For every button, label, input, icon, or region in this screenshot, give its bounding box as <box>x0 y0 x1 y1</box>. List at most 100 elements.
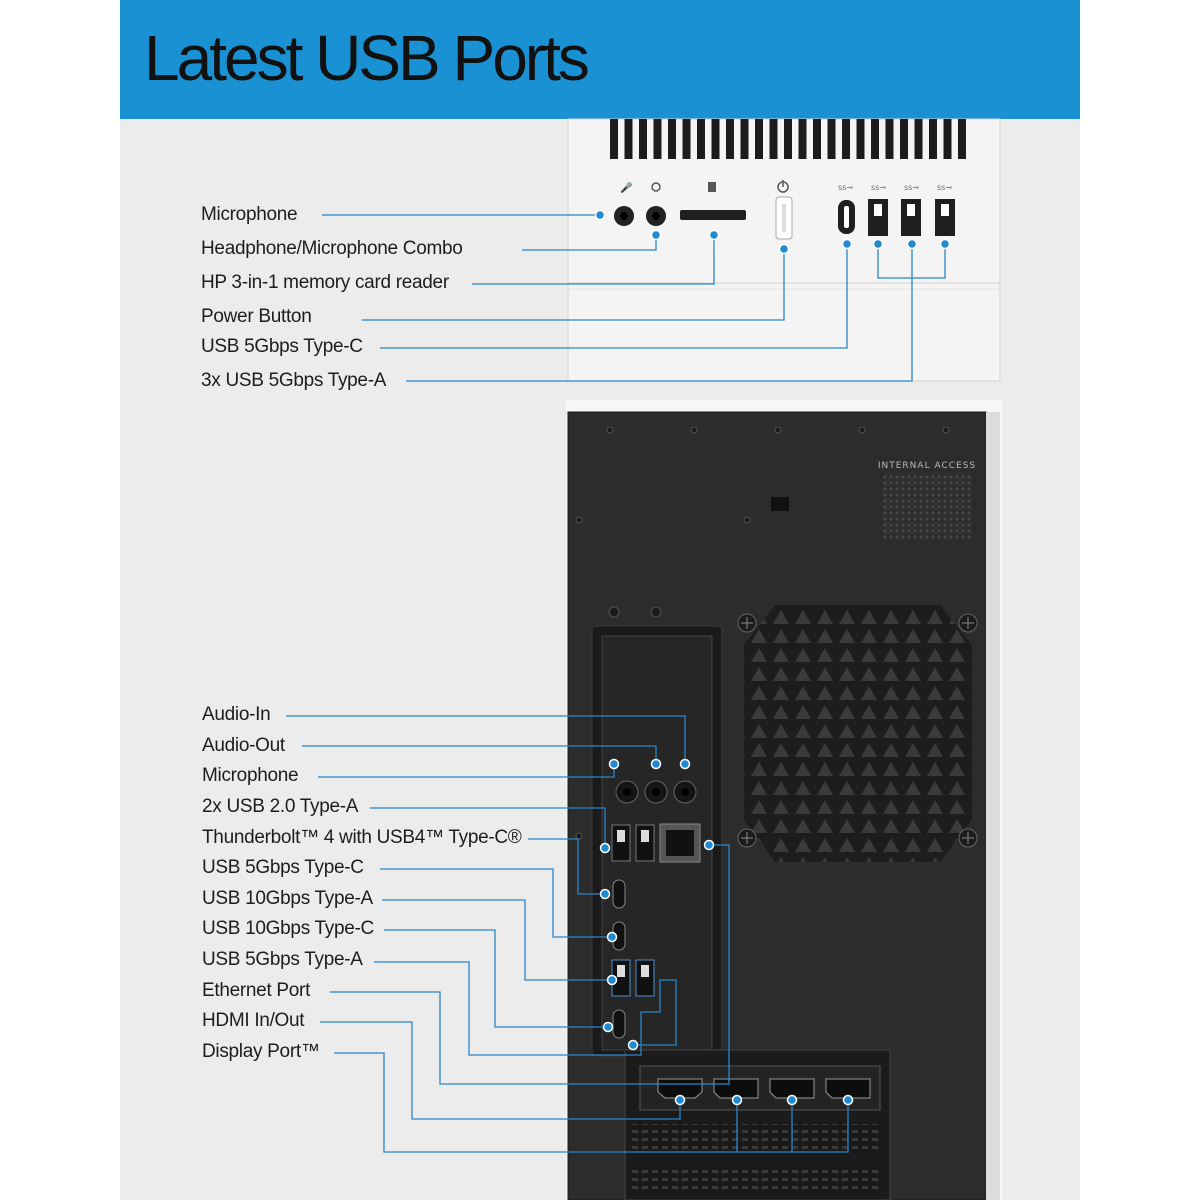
label-usb-10g-c: USB 10Gbps Type-C <box>202 918 374 939</box>
svg-text:ss⊸: ss⊸ <box>871 183 886 192</box>
fan-grill <box>737 605 978 862</box>
label-thunderbolt: Thunderbolt™ 4 with USB4™ Type-C® <box>202 827 522 848</box>
leader-line <box>528 838 605 895</box>
svg-text:🎤: 🎤 <box>620 181 633 194</box>
vent-slat <box>639 119 647 159</box>
svg-text:ss⊸: ss⊸ <box>838 183 853 192</box>
leader-dot <box>599 842 611 854</box>
leader-line <box>302 745 657 764</box>
leader-dot <box>650 758 662 770</box>
label-front-usb-c: USB 5Gbps Type-C <box>201 336 363 357</box>
svg-text:ss⊸: ss⊸ <box>904 183 919 192</box>
internal-access-text: INTERNAL ACCESS <box>878 461 976 471</box>
leader-line <box>370 807 606 848</box>
leader-dot <box>939 238 951 250</box>
vent-slat <box>740 119 749 159</box>
leader-endpoints <box>594 209 951 1106</box>
rear-usb2-ports <box>611 824 655 862</box>
vent-slat <box>610 119 618 159</box>
label-hdmi: HDMI In/Out <box>202 1010 305 1031</box>
front-panel: 🎤 ss⊸ss⊸ ss⊸ss⊸ <box>567 118 1001 382</box>
leader-dot <box>703 839 715 851</box>
label-front-combo-jack: Headphone/Microphone Combo <box>201 238 463 259</box>
leader-line <box>320 1021 681 1120</box>
leader-dot <box>627 1039 639 1051</box>
vent-slat <box>624 119 633 159</box>
label-displayport: Display Port™ <box>202 1041 320 1062</box>
front-vent-slats <box>610 119 966 159</box>
leader-dot <box>674 1094 686 1106</box>
ethernet-port <box>659 823 701 863</box>
leader-line <box>380 868 612 938</box>
leader-dot <box>906 238 918 250</box>
internal-access-grill <box>882 473 972 541</box>
leader-line <box>330 844 730 1085</box>
label-audio-in: Audio-In <box>202 704 271 725</box>
leader-dot <box>872 238 884 250</box>
label-front-microphone: Microphone <box>201 204 298 225</box>
leader-line <box>286 715 686 764</box>
leader-dot <box>594 209 606 221</box>
sd-card-icon <box>708 182 716 192</box>
vent-slat <box>813 119 821 159</box>
vent-slat <box>653 119 662 159</box>
leader-line <box>406 244 946 382</box>
label-audio-out: Audio-Out <box>202 735 285 756</box>
vent-slat <box>711 119 720 159</box>
vent-slat <box>784 119 792 159</box>
label-card-reader: HP 3-in-1 memory card reader <box>201 272 449 293</box>
vent-slat <box>856 119 865 159</box>
label-ethernet: Ethernet Port <box>202 980 311 1001</box>
leader-lines <box>286 214 946 1153</box>
rear-usb-c-ports <box>612 879 626 1039</box>
label-rear-usb-5g-c: USB 5Gbps Type-C <box>202 857 364 878</box>
leader-line <box>472 235 715 285</box>
leader-line <box>374 961 677 1056</box>
vent-slat <box>929 119 937 159</box>
leader-dot <box>608 758 620 770</box>
leader-dot <box>786 1094 798 1106</box>
vent-slat <box>755 119 763 159</box>
label-rear-microphone: Microphone <box>202 765 299 786</box>
vent-slat <box>798 119 807 159</box>
vent-slat <box>871 119 879 159</box>
rear-case: INTERNAL ACCESS <box>566 400 1002 1200</box>
leader-line <box>362 249 785 321</box>
vent-slat <box>958 119 966 159</box>
vent-slat <box>668 119 676 159</box>
leader-dot <box>841 238 853 250</box>
front-usb-a-ports <box>868 199 955 236</box>
label-power-button: Power Button <box>201 306 312 327</box>
vent-slat <box>682 119 691 159</box>
leader-line <box>380 244 848 349</box>
page-title: Latest USB Ports <box>144 22 590 94</box>
vent-slat <box>943 119 952 159</box>
leader-dot <box>708 229 720 241</box>
vent-slat <box>842 119 850 159</box>
title-banner: Latest USB Ports <box>120 0 1080 119</box>
vent-slat <box>697 119 705 159</box>
lock-slot <box>771 497 789 511</box>
leader-line <box>382 899 612 981</box>
label-front-usb-a: 3x USB 5Gbps Type-A <box>201 370 387 391</box>
leader-dot <box>602 1021 614 1033</box>
leader-dot <box>606 931 618 943</box>
leader-dot <box>731 1094 743 1106</box>
card-reader-slot <box>680 210 746 220</box>
vent-slat <box>769 119 778 159</box>
leader-dot <box>842 1094 854 1106</box>
vent-slat <box>827 119 836 159</box>
leader-line <box>384 929 608 1028</box>
vent-slat <box>726 119 734 159</box>
vent-slat <box>900 119 908 159</box>
rear-usb-a-ports <box>611 959 655 997</box>
label-rear-usb-5g-a: USB 5Gbps Type-A <box>202 949 363 970</box>
leader-dot <box>650 229 662 241</box>
leader-dot <box>778 243 790 255</box>
label-usb2-type-a: 2x USB 2.0 Type-A <box>202 796 359 817</box>
leader-dot <box>599 888 611 900</box>
leader-dot <box>679 758 691 770</box>
vent-slat <box>914 119 923 159</box>
